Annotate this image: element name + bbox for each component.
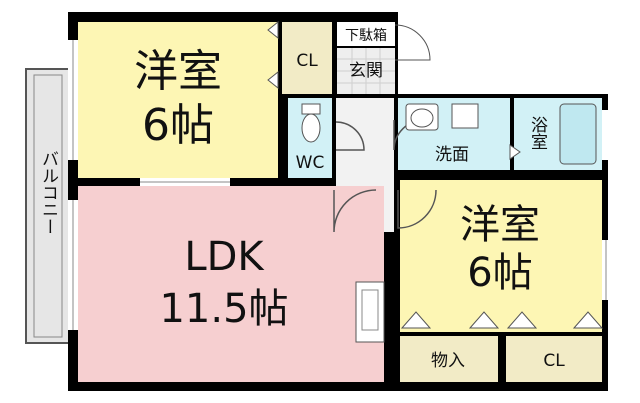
bathroom-label: 浴室 [527,116,548,150]
western-room-1-name: 洋室 [134,46,222,97]
sink [405,103,439,131]
storage-label: 物入 [431,351,465,371]
balcony-label: バルコニー [38,150,58,235]
bathtub [559,103,597,165]
closet-2 [506,336,602,382]
wc-label: WC [296,153,325,173]
closet-2-label: CL [543,351,565,371]
entrance-label: 玄関 [349,61,383,81]
western-room-1-size: 6帖 [142,100,214,151]
closet-1-label: CL [296,51,318,71]
toilet [301,113,321,143]
western-room-2-size: 6帖 [467,250,532,296]
ldk-room [78,186,384,382]
closet-1 [282,22,332,94]
washroom-label: 洗面 [435,145,469,165]
shoe-box [337,22,395,46]
western-room-2-name: 洋室 [460,202,540,248]
balcony [25,68,71,344]
ldk-size: 11.5帖 [159,286,288,332]
storage [400,336,498,382]
western-room-1 [78,22,278,178]
ldk-name: LDK [184,234,265,280]
kitchen-counter [355,281,385,343]
shoe-box-label: 下駄箱 [345,28,387,44]
washer [451,103,479,129]
